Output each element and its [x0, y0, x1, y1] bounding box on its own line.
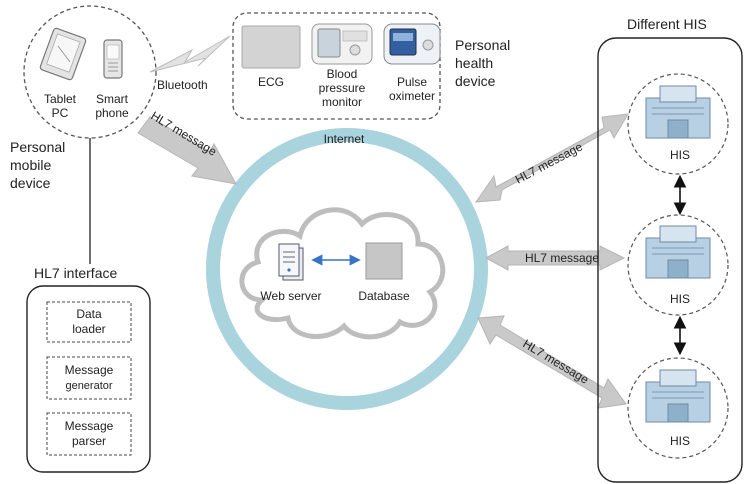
oximeter-label-2: oximeter — [389, 89, 435, 103]
internet-group: Internet Web server Database — [206, 128, 488, 410]
hl7-interface-group: HL7 interface Data loader Message genera… — [26, 264, 151, 473]
internet-label: Internet — [324, 132, 365, 146]
internet-ring — [206, 128, 488, 410]
hospital-building-icon — [645, 225, 711, 279]
mobile-title-3: device — [10, 175, 51, 191]
bp-label-1: Blood — [327, 67, 358, 81]
health-title-2: health — [455, 55, 493, 71]
health-title-1: Personal — [455, 37, 510, 53]
tablet-icon — [39, 27, 87, 81]
message-generator-label-2: generator — [65, 380, 112, 392]
cloud-shape — [239, 207, 446, 340]
bluetooth-link: Bluetooth — [149, 35, 231, 92]
health-title-3: device — [455, 73, 496, 89]
smartphone-icon — [103, 39, 123, 79]
his-node-2: HIS — [627, 214, 729, 316]
hl7-arrow-his1 — [474, 113, 629, 203]
mobile-device-circle — [23, 5, 157, 139]
message-parser-label-1: Message — [65, 419, 114, 433]
web-server-label: Web server — [260, 289, 321, 303]
data-loader-label-1: Data — [76, 307, 102, 321]
pulse-oximeter-icon — [383, 23, 441, 65]
his-node-3: HIS — [627, 357, 729, 459]
mobile-title-1: Personal — [10, 139, 65, 155]
different-his-group: Different HIS HIS — [597, 16, 743, 483]
his-container-box — [597, 37, 743, 483]
mobile-title-2: mobile — [10, 157, 51, 173]
database-label: Database — [358, 289, 410, 303]
hl7-arrow-mobile-internet — [137, 116, 237, 185]
hospital-building-icon — [645, 85, 711, 139]
bp-label-3: monitor — [322, 95, 362, 109]
personal-mobile-device-group: Tablet PC Smart phone Personal mobile de… — [10, 5, 157, 191]
his-label-1: HIS — [670, 148, 690, 162]
smartphone-label-1: Smart — [96, 92, 129, 106]
ecg-label: ECG — [258, 75, 284, 89]
lightning-bolt-icon — [149, 35, 231, 73]
hl7-arrow-his3 — [477, 315, 627, 409]
oximeter-label-1: Pulse — [397, 75, 427, 89]
his-title: Different HIS — [627, 16, 707, 32]
data-loader-label-2: loader — [72, 322, 105, 336]
hl7-arrow-his2 — [484, 245, 626, 271]
tablet-label-2: PC — [52, 106, 69, 120]
data-loader-box — [46, 301, 132, 343]
hl7-interface-box — [26, 285, 151, 473]
his-node-1: HIS — [627, 73, 729, 175]
message-parser-box — [46, 412, 132, 456]
bp-label-2: pressure — [319, 81, 366, 95]
web-server-icon — [278, 243, 304, 281]
ecg-device-icon — [241, 25, 301, 69]
hl7-message-label-his3: HL7 message — [520, 337, 591, 387]
hl7-interface-title: HL7 interface — [34, 265, 117, 281]
personal-health-device-group: ECG Blood pressure monitor Pulse oximete… — [232, 12, 510, 120]
database-icon — [365, 242, 403, 280]
hl7-message-label-his2: HL7 message — [525, 251, 599, 265]
hospital-building-icon — [645, 369, 711, 423]
blood-pressure-monitor-icon — [311, 23, 373, 65]
bluetooth-label: Bluetooth — [157, 78, 208, 92]
smartphone-label-2: phone — [95, 106, 129, 120]
message-generator-box — [46, 356, 132, 400]
his-label-2: HIS — [670, 292, 690, 306]
hl7-message-label-his1: HL7 message — [513, 139, 585, 186]
tablet-label-1: Tablet — [44, 92, 77, 106]
message-parser-label-2: parser — [72, 434, 106, 448]
message-generator-label-1: Message — [65, 363, 114, 377]
his-label-3: HIS — [670, 434, 690, 448]
health-device-box — [232, 12, 441, 120]
